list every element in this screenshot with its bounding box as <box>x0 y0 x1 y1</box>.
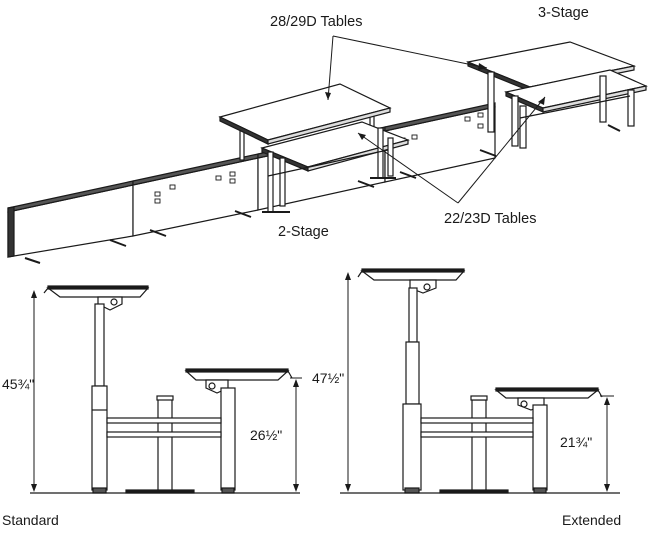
tall-column-upper <box>94 303 105 387</box>
standard-elevation <box>30 285 300 494</box>
tall-column-lower <box>91 385 108 491</box>
three-stage-label: 3-Stage <box>538 5 589 21</box>
privacy-panel-top-edge <box>384 102 496 132</box>
arrowheads <box>325 63 545 140</box>
short-column <box>220 387 236 491</box>
two-stage-desk-pair <box>218 83 410 213</box>
standard-dimensions <box>33 292 302 490</box>
tables-28-29d-label: 28/29D Tables <box>270 14 362 30</box>
extended-caption: Extended <box>562 512 621 528</box>
standard-dim-arrows <box>31 290 299 492</box>
panel-feet <box>24 124 621 264</box>
panel-end-cap <box>7 206 15 258</box>
callout-leaders <box>327 35 546 204</box>
standard-low-dimension: 26½" <box>250 427 282 443</box>
extended-dimensions <box>347 274 614 490</box>
extended-dim-arrows <box>345 272 610 492</box>
tables-22-23d-label: 22/23D Tables <box>444 211 536 227</box>
extended-column-lower <box>402 403 422 491</box>
extended-low-dimension: 21¾" <box>560 434 592 450</box>
extended-column-upper <box>408 287 418 343</box>
three-stage-desk-pair <box>465 41 648 149</box>
isometric-desk-run <box>7 41 648 264</box>
standard-caption: Standard <box>2 512 59 528</box>
extended-high-dimension: 47½" <box>312 370 344 386</box>
extended-column-mid <box>405 341 420 405</box>
extended-elevation <box>340 268 620 494</box>
standard-high-dimension: 45¾" <box>2 376 34 392</box>
two-stage-label: 2-Stage <box>278 224 329 240</box>
